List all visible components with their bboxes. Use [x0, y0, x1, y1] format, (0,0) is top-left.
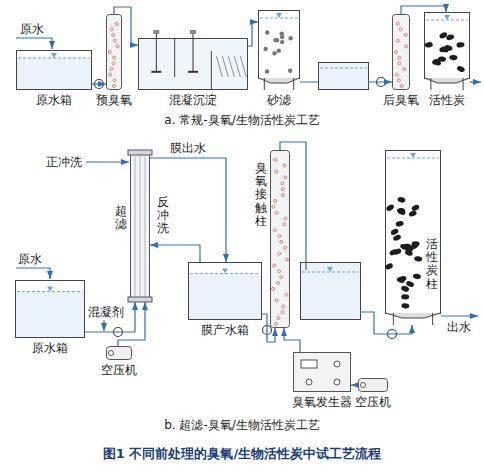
- raw-water-tank: 原水箱: [16, 50, 92, 90]
- subfigure-caption: b. 超滤-臭氧/生物活性炭工艺: [164, 418, 320, 432]
- dosing-arrow: [103, 320, 104, 331]
- shape: [107, 347, 132, 360]
- node-outline: [293, 352, 351, 392]
- flush-arrow: [86, 161, 129, 162]
- shape: [139, 30, 248, 90]
- flow-connector: [150, 158, 226, 262]
- flow-label: 出水: [447, 320, 471, 334]
- node-label: 砂滤: [267, 93, 291, 107]
- shape: [128, 150, 152, 302]
- node-outline: [130, 150, 150, 302]
- shape: [16, 281, 85, 338]
- node-label: 活性炭柱: [426, 238, 438, 291]
- edge-label: 反冲洗: [157, 196, 169, 236]
- coagulation-tank: 混凝沉淀: [138, 38, 248, 90]
- subfigure-caption: a. 常规-臭氧/生物活性炭工艺: [164, 113, 319, 127]
- node-outline: [358, 378, 388, 392]
- node-label: 臭氧发生器: [292, 395, 352, 409]
- node-label: 混凝沉淀: [169, 93, 217, 107]
- node-outline: [392, 14, 410, 90]
- shape: [294, 353, 351, 392]
- sand-filter: 砂滤: [258, 10, 300, 90]
- flow-connector: [351, 384, 358, 385]
- node-outline: [270, 150, 290, 328]
- node-label: 原水箱: [36, 93, 72, 107]
- uf-module: 超滤: [130, 150, 150, 302]
- flow-connector: [248, 22, 258, 46]
- carbon-column: 活性炭柱: [385, 150, 441, 325]
- node-outline: [106, 14, 122, 90]
- node-outline: [188, 262, 262, 320]
- shape: [107, 15, 122, 90]
- shape: [424, 13, 469, 91]
- flow-label: 混凝剂: [88, 305, 124, 319]
- ozone-column: 后臭氧: [392, 14, 410, 90]
- node-label: 后臭氧: [383, 93, 419, 107]
- node-outline: [16, 50, 92, 90]
- flow-label: 原水: [18, 252, 42, 266]
- ozone-contact-column: 臭氧接触柱: [270, 150, 290, 328]
- node-label: 臭氧接触柱: [255, 162, 267, 228]
- flow-label: 正冲洗: [46, 155, 82, 169]
- flow-connector: [150, 245, 200, 262]
- air-compressor: 空压机: [106, 346, 132, 360]
- node-label: 膜产水箱: [201, 323, 249, 337]
- edge-label: 膜出水: [170, 141, 206, 155]
- node-outline: [424, 12, 470, 90]
- raw-water-tank: 原水箱: [15, 280, 85, 338]
- shape: [384, 151, 440, 326]
- feed-lines: [16, 38, 481, 331]
- air-compressor: 空压机: [358, 378, 388, 392]
- node-outline: [106, 346, 132, 360]
- figure-caption: 图1 不同前处理的臭氧/生物活性炭中试工艺流程: [103, 446, 381, 462]
- node-label: 活性炭: [429, 93, 465, 107]
- node-outline: [15, 280, 85, 338]
- node-label: 空压机: [101, 363, 137, 377]
- flow-connector: [85, 302, 135, 332]
- shape: [271, 151, 290, 328]
- ozone-generator: 臭氧发生器: [293, 352, 351, 392]
- ozone-column: 预臭氧: [106, 14, 122, 90]
- inlet-arrow: [16, 268, 50, 279]
- outlet-arrow: [470, 81, 481, 82]
- node-outline: [138, 38, 248, 90]
- node-outline: [258, 10, 300, 90]
- inlet-arrow: [16, 38, 52, 49]
- flow-connector: [300, 81, 392, 82]
- shape: [259, 11, 300, 91]
- flow-label: 原水: [20, 22, 44, 36]
- node-label: 原水箱: [32, 341, 68, 355]
- flow-connector: [284, 328, 300, 352]
- node-label: 空压机: [355, 395, 391, 409]
- shape: [359, 379, 388, 392]
- shape: [393, 15, 410, 90]
- permeate-tank: 膜产水箱: [188, 262, 262, 320]
- shape: [189, 263, 262, 320]
- flow-connector: [92, 83, 106, 84]
- node-label: 超滤: [115, 205, 127, 231]
- buffer-tank: [301, 263, 361, 320]
- carbon-filter: 活性炭: [424, 12, 470, 90]
- pumps: [95, 78, 397, 339]
- shape: [17, 51, 92, 90]
- node-label: 预臭氧: [96, 93, 132, 107]
- outlet-arrow: [441, 315, 478, 316]
- buffer-tank: [319, 63, 369, 90]
